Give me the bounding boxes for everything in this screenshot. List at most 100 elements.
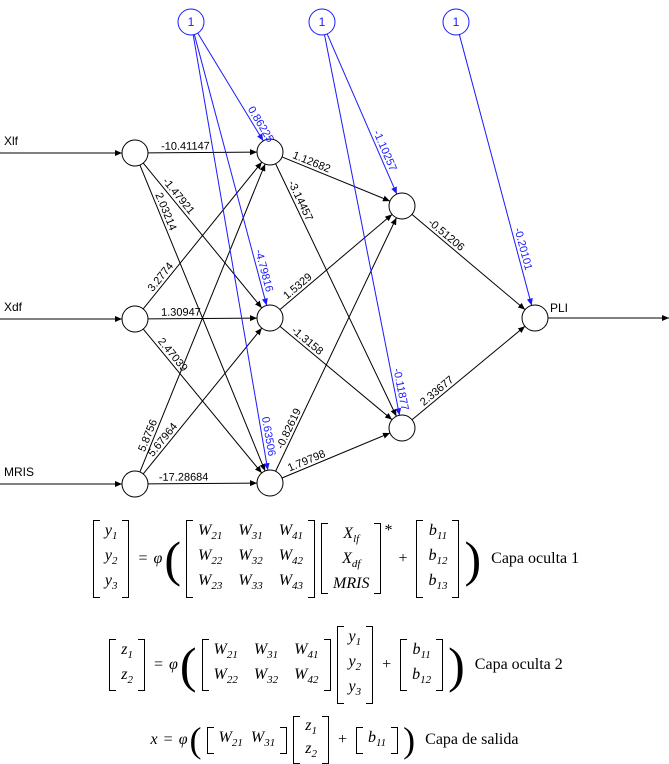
hidden2-node-2 bbox=[388, 414, 416, 442]
equation-hidden-layer-1: y1 y2 y3 =φ ( W21 W31 W41 W22 W32 W42 W2… bbox=[0, 520, 669, 598]
y-cell: y3 bbox=[348, 678, 362, 699]
edge-h21-out-label: -0.51206 bbox=[426, 217, 467, 254]
edge-h13-h22 bbox=[281, 432, 391, 479]
hidden2-node-1 bbox=[388, 192, 416, 220]
edge-h13-h21 bbox=[275, 217, 397, 472]
edge-in2-h11 bbox=[142, 161, 263, 310]
weight-matrix-2: W21 W31 W41 W22 W32 W42 bbox=[201, 638, 331, 691]
edge-h13-h21-label: -0.82619 bbox=[274, 407, 304, 451]
input-node-2 bbox=[121, 305, 149, 333]
y1: y1 bbox=[104, 522, 118, 543]
edge-bias-h12-label: -4.79816 bbox=[252, 248, 275, 293]
input-node-1 bbox=[121, 139, 149, 167]
b-cell: b12 bbox=[428, 547, 448, 568]
hidden1-node-1 bbox=[256, 138, 284, 166]
edge-bias-h22-label: -0.11877 bbox=[391, 367, 411, 411]
x-mris: MRIS bbox=[333, 575, 370, 593]
equation-hidden-layer-2: z1 z2 =φ ( W21 W31 W41 W22 W32 W42 y1 y2… bbox=[0, 626, 669, 704]
edge-bias-h22 bbox=[324, 34, 402, 416]
edge-h11-h22-label: -3.14457 bbox=[285, 179, 315, 223]
bias-node-label-2: 1 bbox=[319, 15, 326, 29]
w-cell: W22 bbox=[198, 547, 223, 568]
edge-h12-h21 bbox=[279, 214, 393, 310]
w-cell: W31 bbox=[250, 728, 276, 749]
z-vector-2: z1 z2 bbox=[293, 716, 329, 764]
edge-in2-h12-label: 1.30947 bbox=[161, 307, 201, 319]
caption-output: Capa de salida bbox=[425, 731, 519, 749]
edge-bias-h11 bbox=[197, 32, 264, 142]
edge-h22-out-label: 2.33677 bbox=[418, 374, 456, 409]
edge-in3-h12 bbox=[142, 327, 263, 475]
b-cell: b11 bbox=[428, 522, 448, 543]
edge-bias-out bbox=[458, 34, 533, 306]
w-cell: W43 bbox=[278, 572, 304, 593]
w-cell: W42 bbox=[294, 665, 319, 686]
equation-output-layer: x =φ ( W21 W31 z1 z2 + b11 ) Capa de sal… bbox=[0, 716, 669, 764]
b-cell: b13 bbox=[428, 572, 448, 593]
weight-matrix-3: W21 W31 bbox=[206, 726, 288, 754]
input-label-1: Xlf bbox=[4, 134, 19, 148]
y-vector: y1 y2 y3 bbox=[92, 520, 130, 598]
input-label-3: MRIS bbox=[4, 465, 34, 479]
edge-in2-h11-label: 3.2774 bbox=[146, 260, 177, 294]
edge-in1-h11-label: -10.41147 bbox=[161, 140, 210, 152]
y3: y3 bbox=[104, 572, 118, 593]
w-cell: W32 bbox=[238, 547, 263, 568]
output-label: PLI bbox=[550, 301, 568, 315]
z-vector: z1 z2 bbox=[109, 638, 145, 691]
edge-in3-h11 bbox=[139, 163, 266, 473]
neural-network-diagram: XlfXdfMRISPLI-10.41147-1.479212.032143.2… bbox=[0, 8, 669, 498]
b-cell: b11 bbox=[367, 728, 387, 749]
w-cell: W22 bbox=[213, 665, 238, 686]
x-output: x bbox=[150, 731, 158, 749]
w-cell: W23 bbox=[198, 572, 223, 593]
edge-in1-h11 bbox=[147, 149, 258, 156]
edge-h11-h21 bbox=[281, 156, 391, 202]
edge-h13-h22-label: 1.79798 bbox=[286, 448, 327, 474]
w-cell: W21 bbox=[198, 522, 223, 543]
b-cell: b12 bbox=[412, 665, 432, 686]
output-node bbox=[521, 304, 549, 332]
w-cell: W32 bbox=[253, 665, 279, 686]
bias-vector-1: b11 b12 b13 bbox=[416, 520, 460, 598]
hidden1-node-2 bbox=[256, 304, 284, 332]
w-cell: W31 bbox=[238, 522, 263, 543]
y-cell: y2 bbox=[348, 653, 362, 674]
edge-h11-h21-label: 1.12682 bbox=[291, 149, 332, 175]
edge-bias-h21 bbox=[326, 33, 398, 195]
caption-hidden-2: Capa oculta 2 bbox=[474, 655, 563, 673]
y-cell: y1 bbox=[348, 628, 362, 649]
edge-h12-h22 bbox=[279, 325, 393, 421]
w-cell: W41 bbox=[294, 640, 319, 661]
w-cell: W21 bbox=[218, 728, 243, 749]
z2: z2 bbox=[121, 665, 133, 686]
edge-bias-h11-label: 0.86225 bbox=[245, 104, 276, 144]
w-cell: W21 bbox=[213, 640, 238, 661]
edge-h12-h22-label: -1.3158 bbox=[289, 325, 325, 358]
edge-in3-h13-label: -17.28684 bbox=[159, 471, 209, 483]
edge-in2-h13-label: 2.47039 bbox=[155, 336, 190, 374]
weight-matrix-1: W21 W31 W41 W22 W32 W42 W23 W33 W43 bbox=[186, 520, 316, 598]
edge-h11-h22 bbox=[275, 163, 397, 417]
bias-vector-3: b11 bbox=[355, 726, 399, 754]
y2: y2 bbox=[104, 547, 118, 568]
z-cell: z1 bbox=[305, 717, 317, 738]
bias-node-2 bbox=[308, 8, 336, 36]
hidden1-node-3 bbox=[256, 469, 284, 497]
edge-h12-h21-label: 1.5329 bbox=[281, 271, 314, 302]
edge-bias-h13 bbox=[192, 34, 270, 471]
x-df: Xdf bbox=[342, 550, 361, 571]
bias-node-label-3: 1 bbox=[453, 15, 460, 29]
w-cell: W33 bbox=[238, 572, 263, 593]
edge-in3-h13 bbox=[147, 480, 258, 487]
b-cell: b11 bbox=[412, 640, 431, 661]
edge-h22-out bbox=[411, 325, 526, 421]
bias-node-1 bbox=[177, 8, 205, 36]
y-vector-2: y1 y2 y3 bbox=[336, 626, 374, 704]
edge-bias-out-label: -0.20101 bbox=[511, 227, 534, 272]
edge-h21-out bbox=[411, 213, 526, 311]
w-cell: W31 bbox=[253, 640, 279, 661]
edge-bias-h12 bbox=[193, 34, 268, 306]
bias-vector-2: b11 b12 bbox=[400, 638, 444, 691]
input-node-3 bbox=[121, 470, 149, 498]
